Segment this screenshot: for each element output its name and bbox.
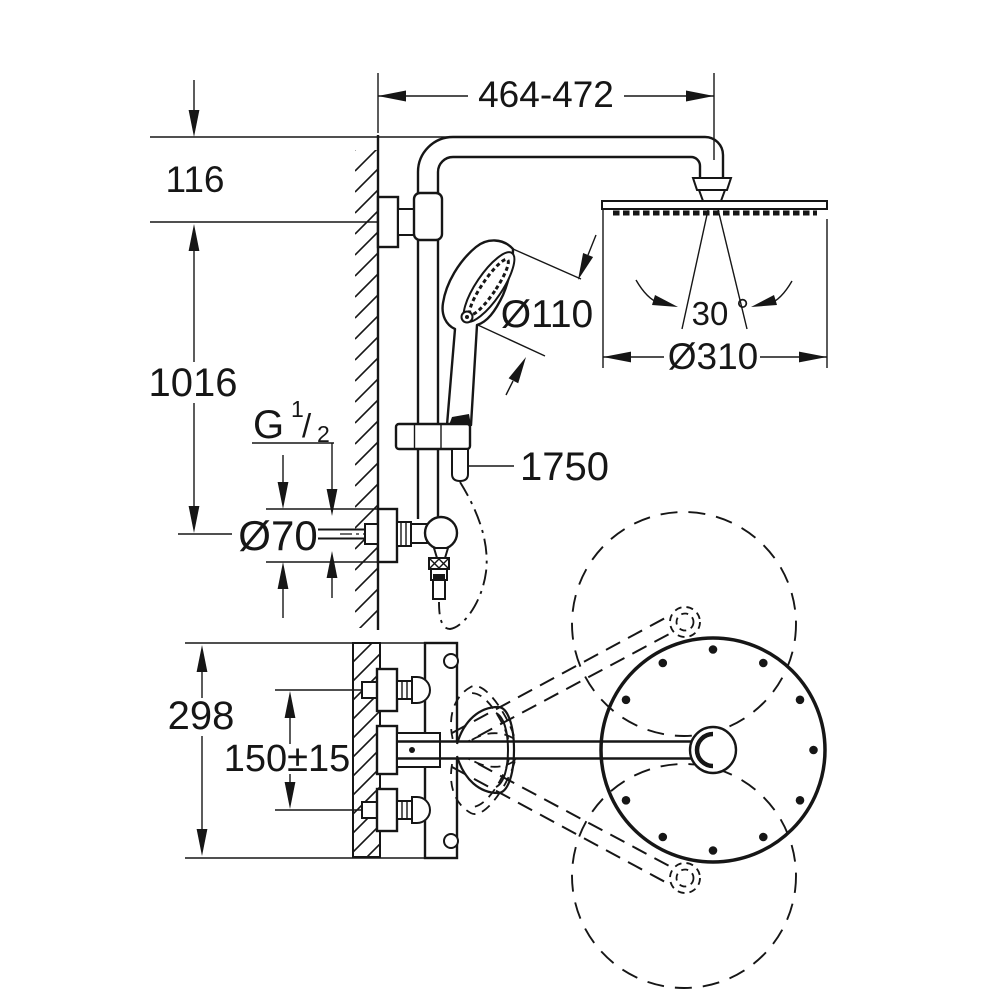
head-shower-swivel-position-upper [571,511,797,737]
dimension-lines [150,73,828,859]
holder-block [394,422,472,451]
trim-screw-bottom [443,833,459,849]
inlet-escutcheon-top [375,667,399,713]
trim-screw-top [443,653,459,669]
shower-hose [438,481,488,630]
inlet-nut-bottom [396,800,413,820]
swivel-joint-upper [669,606,701,638]
hand-shower-nozzle-center [465,315,469,319]
top-pipe-outer [453,135,725,178]
inlet-dome-top [411,676,431,704]
dim-thread-g: G [253,403,284,447]
wall-hatching-top [355,150,378,628]
inlet-escutcheon-bottom [375,787,399,833]
thermostat-knob [423,515,459,551]
dim-wall-offset: 116 [166,159,225,200]
hand-shower-grip-end [449,414,471,425]
dim-headshower-diameter: Ø310 [668,336,759,377]
dim-top-width: 464-472 [478,74,614,115]
dim-spray-angle: 30 [692,295,729,332]
head-shower-plan-circle [599,636,827,864]
dim-handshower-diameter: Ø110 [501,293,594,336]
head-shower-fitting [691,177,733,191]
outlet-escutcheon-plan [375,724,399,776]
shower-arm-plan-fill [441,742,697,759]
hose-outlet-stripe [433,574,445,580]
wall-bracket-clamp [412,191,444,242]
inlet-dome-bottom [411,796,431,824]
hose-outlet-tail [432,579,446,600]
outlet-block-plan [396,732,441,768]
head-shower-fitting-lower [697,189,727,202]
supply-nipple [364,523,379,545]
valve-nut [396,521,412,547]
arm-cap-plan [694,731,714,769]
dim-escutcheon-diameter: Ø70 [238,512,317,559]
hose-outlet-neck [432,547,450,559]
dim-thread-sup: 1 [291,396,304,422]
swivel-arm-upper [451,616,668,734]
swivel-joint-lower [669,862,701,894]
dim-plate-height: 298 [168,694,235,738]
dim-inlet-spacing: 150±15 [224,738,351,780]
hand-shower [441,239,516,427]
wall-bracket-plate [376,195,400,249]
dim-thread-slash: / [302,407,312,444]
dimension-labels: 464-472 116 1016 G 1 / 2 Ø70 Ø110 1750 3… [149,74,759,780]
inlet-stub-top [361,681,378,699]
slider-holder [394,422,488,630]
valve-escutcheon [376,507,399,564]
shower-column [376,135,828,519]
head-shower-swivel-position-lower [571,763,797,989]
head-shower-plate [601,200,828,210]
wall-bracket-arm [397,208,416,236]
hose-connector [451,448,469,483]
hand-shower-plan [455,705,516,795]
dim-column-height: 1016 [149,361,238,405]
inlet-stub-bottom [361,801,378,819]
dim-hose-length: 1750 [520,445,609,489]
wall-side-view [355,135,380,630]
riser-right-edge [436,155,454,424]
outlet-screw-dot [409,747,415,753]
swivel-arm-lower [451,766,668,884]
hand-shower-spray-pattern [468,257,510,317]
top-pipe-inner [453,155,702,178]
head-shower-nozzle-dots [621,645,818,855]
dim-thread-sub: 2 [317,421,330,447]
inlet-nut-top [396,680,413,700]
riser-left-edge [416,135,454,424]
dim-spray-degree: ° [736,292,749,329]
valve-side-view [318,507,459,600]
plan-view [352,511,827,989]
